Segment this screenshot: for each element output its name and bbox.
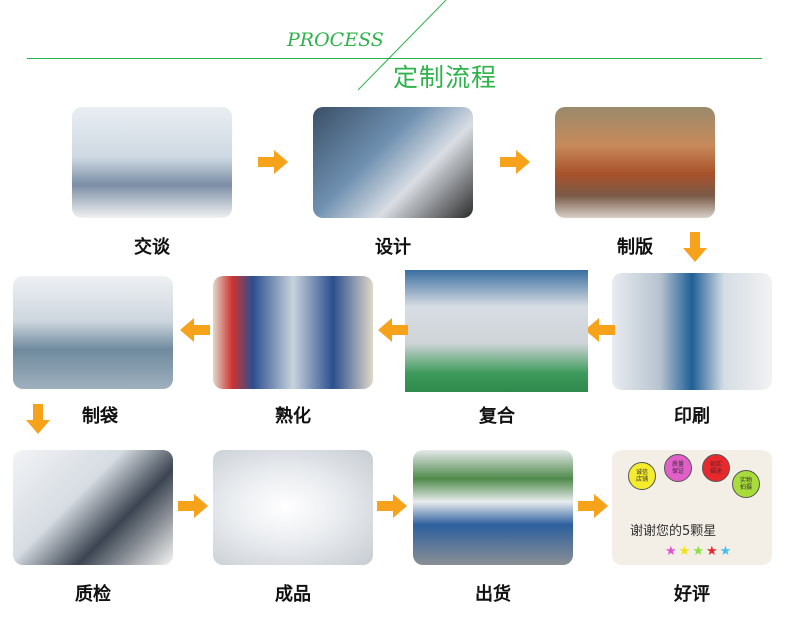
balloon-icon: 实物拍摄 — [732, 470, 760, 498]
arrow-right-icon — [178, 494, 208, 518]
arrow-left-icon — [180, 318, 210, 342]
arrow-down-icon — [683, 232, 707, 262]
arrow-right-icon — [258, 150, 288, 174]
balloon-icon: 如实描述 — [702, 454, 730, 482]
arrow-left-icon — [585, 318, 615, 342]
step-label: 质检 — [75, 584, 111, 605]
step-label: 复合 — [479, 406, 515, 427]
curing-photo — [213, 276, 373, 389]
printing-photo — [612, 273, 772, 390]
balloon-text: 质量保证 — [671, 461, 684, 475]
balloon-text: 实物拍摄 — [739, 477, 752, 491]
step-label: 印刷 — [674, 406, 710, 427]
step-label: 制版 — [617, 237, 653, 258]
step-label: 熟化 — [275, 406, 311, 427]
title-cn: 定制流程 — [393, 63, 498, 92]
bag-making-photo — [13, 276, 173, 389]
step-label: 交谈 — [134, 237, 170, 258]
arrow-down-icon — [26, 404, 50, 434]
quality-inspection-photo — [13, 450, 173, 565]
plate-making-photo — [555, 107, 715, 218]
arrow-right-icon — [500, 150, 530, 174]
finished-product-photo — [213, 450, 373, 565]
five-stars-icon: ★★★★★ — [665, 544, 734, 559]
step-label: 出货 — [475, 584, 511, 605]
balloon-icon: 质量保证 — [664, 454, 692, 482]
design-photo — [313, 107, 473, 218]
step-label: 设计 — [375, 237, 411, 258]
step-label: 制袋 — [82, 406, 118, 427]
balloon-text: 诚信店铺 — [635, 469, 648, 483]
review-slogan: 谢谢您的5颗星 — [630, 524, 717, 539]
step-label: 成品 — [275, 584, 311, 605]
arrow-right-icon — [377, 494, 407, 518]
header-diagonal — [357, 0, 447, 91]
step-label: 好评 — [674, 584, 710, 605]
five-star-review-photo: 诚信店铺 质量保证 如实描述 实物拍摄 谢谢您的5颗星 ★★★★★ — [612, 450, 772, 565]
header-line — [27, 58, 762, 59]
laminating-photo — [405, 270, 588, 392]
balloon-text: 如实描述 — [709, 461, 722, 475]
meeting-photo — [72, 107, 232, 218]
balloon-icon: 诚信店铺 — [628, 462, 656, 490]
arrow-left-icon — [378, 318, 408, 342]
arrow-right-icon — [578, 494, 608, 518]
title-en: PROCESS — [287, 29, 384, 51]
shipping-photo — [413, 450, 573, 565]
